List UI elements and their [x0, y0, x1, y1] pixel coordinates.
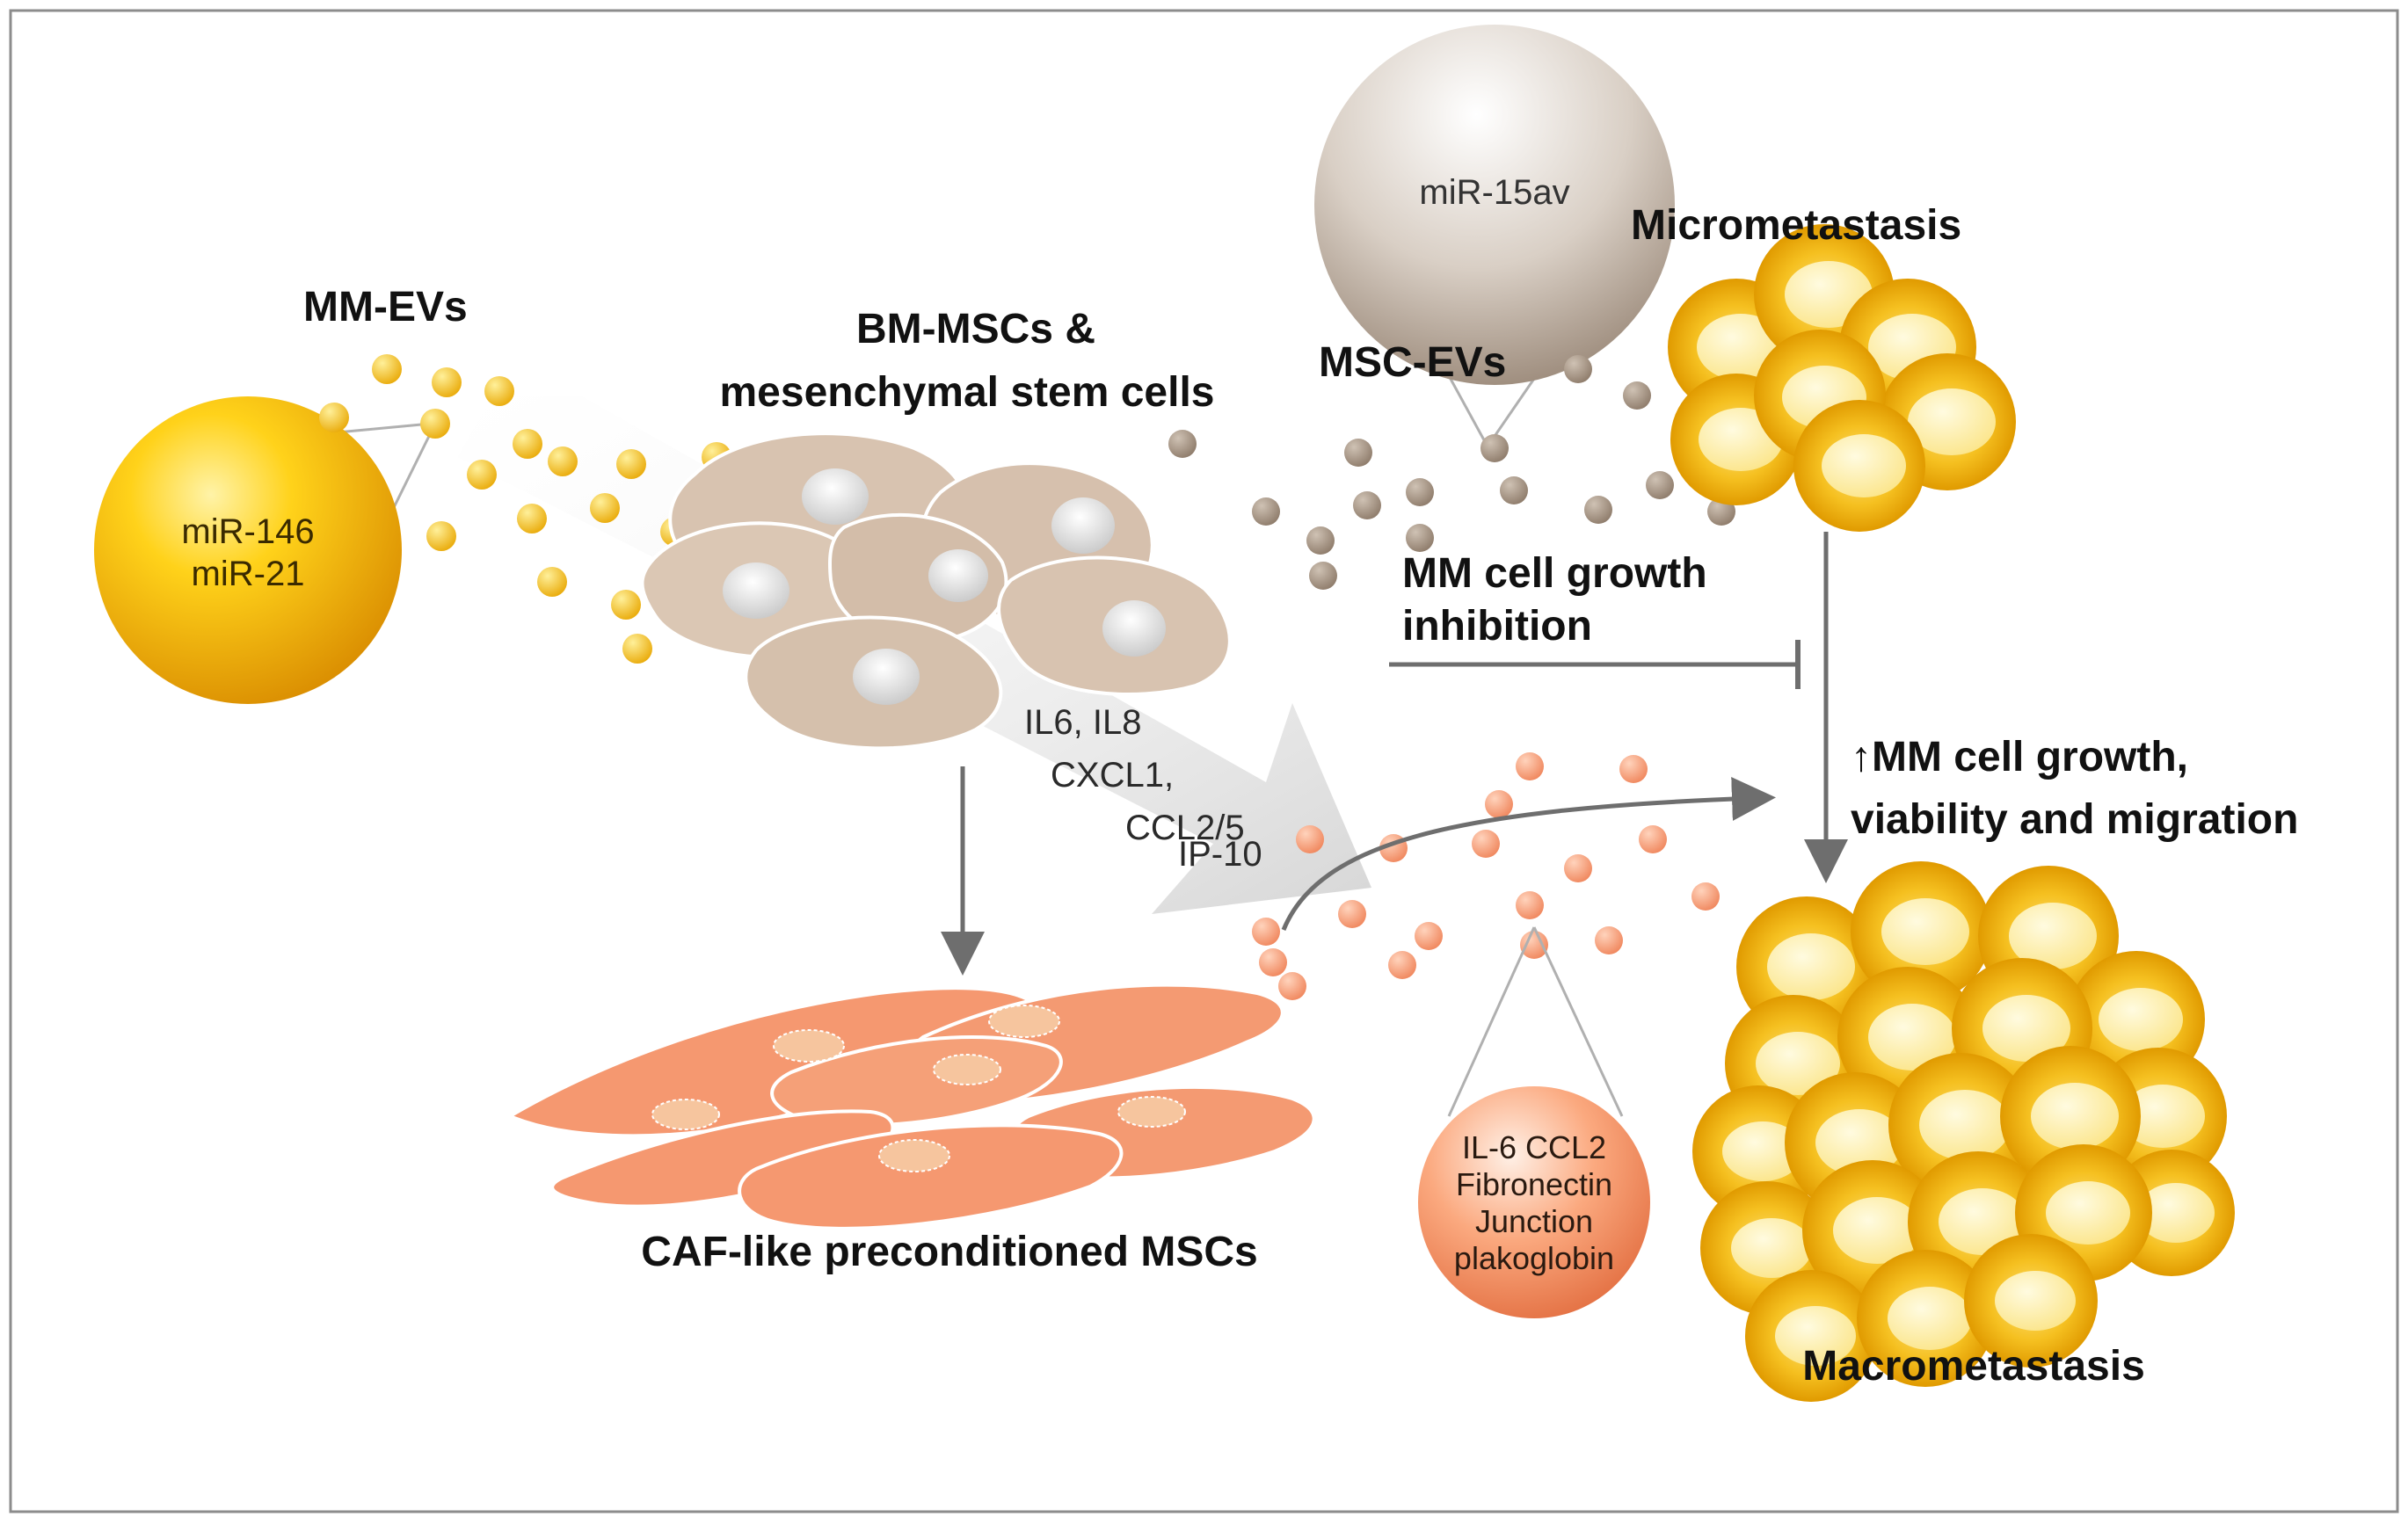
- caf-ev-cargo-3: plakoglobin: [1454, 1240, 1614, 1276]
- growth-up-label-line1: ↑MM cell growth,: [1851, 734, 2188, 780]
- mm-evs-label: MM-EVs: [303, 284, 468, 330]
- growth-inhibition-connector: [1389, 640, 1801, 689]
- msc-evs-label: MSC-EVs: [1319, 339, 1506, 386]
- bm-mscs-label-line2: mesenchymal stem cells: [720, 369, 1215, 416]
- growth-inhibition-label-line2: inhibition: [1402, 603, 1592, 650]
- macrometastasis-label: Macrometastasis: [1802, 1343, 2145, 1390]
- caf-ev-cargo-0: IL-6 CCL2: [1462, 1129, 1606, 1165]
- msc-ev-dots: [1168, 355, 1735, 590]
- caf-ev-cargo-sphere: IL-6 CCL2 Fibronectin Junction plakoglob…: [1418, 926, 1650, 1318]
- msc-cell-cluster: [640, 432, 1232, 751]
- cytokine-0: IL6, IL8: [1024, 703, 1141, 742]
- cytokine-1: CXCL1,: [1051, 756, 1174, 795]
- micrometastasis-label: Micrometastasis: [1631, 202, 1961, 249]
- mm-ev-cargo-sphere: miR-146 miR-21: [94, 396, 437, 704]
- caf-ev-cargo-2: Junction: [1475, 1203, 1593, 1239]
- cytokine-3: IP-10: [1178, 835, 1262, 874]
- bm-mscs-label-line1: BM-MSCs &: [856, 306, 1095, 352]
- mm-ev-cargo-1: miR-21: [192, 555, 305, 593]
- growth-up-label-line2: viability and migration: [1851, 796, 2298, 843]
- caf-like-label: CAF-like preconditioned MSCs: [641, 1229, 1257, 1275]
- mm-ev-cargo-0: miR-146: [181, 512, 314, 551]
- macrometastasis-cluster: [1692, 861, 2235, 1402]
- caf-ev-promotion-arrow: [1281, 777, 1776, 931]
- msc-ev-cargo-0: miR-15av: [1419, 173, 1569, 212]
- micrometastasis-cluster: [1668, 224, 2016, 532]
- caf-like-cell-sheet: [506, 983, 1316, 1230]
- growth-inhibition-label-line1: MM cell growth: [1402, 550, 1707, 597]
- caf-ev-dots: [1252, 752, 1720, 1000]
- caf-ev-cargo-1: Fibronectin: [1456, 1166, 1612, 1202]
- msc-ev-cargo-sphere: miR-15av: [1314, 25, 1675, 447]
- cytokine-2: CCL2/5: [1125, 809, 1245, 847]
